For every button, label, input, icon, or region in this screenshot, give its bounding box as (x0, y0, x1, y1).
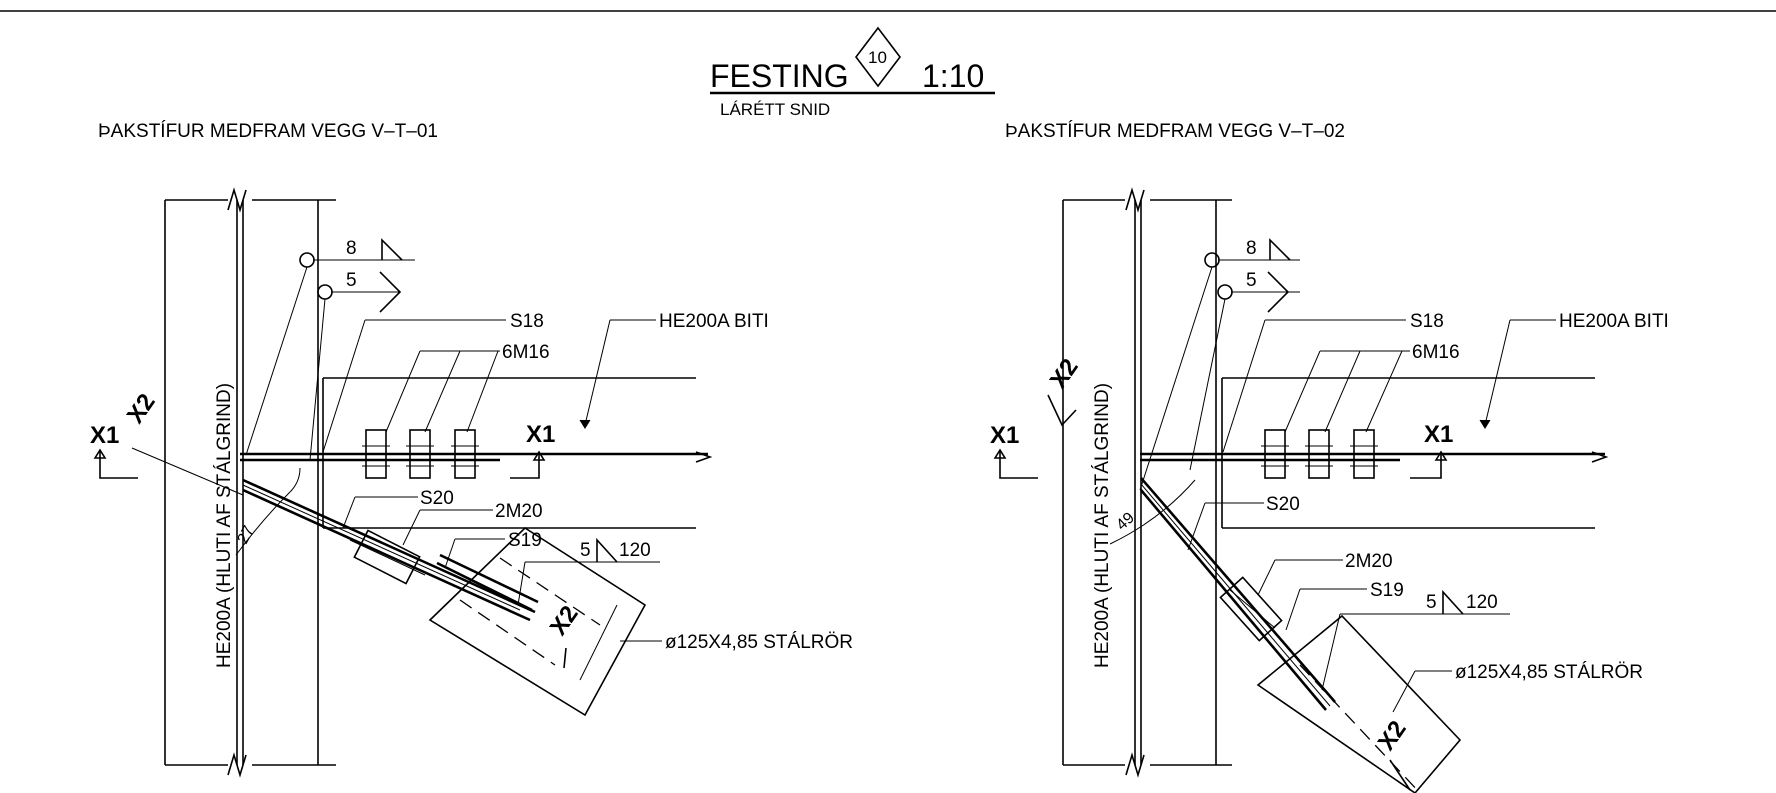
detail-subtitle: LÁRÉTT SNID (720, 100, 830, 119)
plate-s18-label: S18 (510, 311, 544, 332)
svg-text:5: 5 (346, 270, 357, 291)
svg-text:5: 5 (1426, 592, 1437, 613)
bolts-brace-label: 2M20 (495, 501, 543, 522)
column-label: HE200A (HLUTI AF STÁLGRIND) (214, 383, 235, 668)
svg-text:5: 5 (580, 540, 591, 561)
detail-number-diamond (854, 26, 902, 88)
column-label: HE200A (HLUTI AF STÁLGRIND) (1092, 383, 1113, 668)
tube-label: ø125X4,85 STÁLRÖR (1455, 662, 1643, 683)
view-left: ÞAKSTÍFUR MEDFRAM VEGG V–T–01 HE200A (HL… (90, 121, 853, 778)
detail-number: 10 (868, 48, 887, 67)
svg-text:X1: X1 (1424, 421, 1453, 448)
svg-text:X2: X2 (545, 601, 584, 641)
brace (242, 478, 539, 622)
svg-text:X1: X1 (526, 421, 555, 448)
svg-text:5: 5 (1246, 270, 1257, 291)
angle-label: 27 (235, 523, 258, 547)
svg-text:8: 8 (1246, 238, 1257, 259)
svg-text:X2: X2 (122, 389, 161, 429)
detail-title: FESTING (710, 58, 849, 94)
weld-symbols-top: 8 5 (245, 238, 415, 461)
bolts-label: 6M16 (1412, 342, 1460, 363)
bolts-label: 6M16 (502, 342, 550, 363)
view-right: ÞAKSTÍFUR MEDFRAM VEGG V–T–02 HE200A (HL… (990, 121, 1669, 793)
beam: HE200A BITI (240, 311, 769, 529)
column-section: HE200A (HLUTI AF STÁLGRIND) (1062, 187, 1232, 778)
brace (1140, 477, 1336, 711)
beam: HE200A BITI (1140, 311, 1669, 529)
bolt-group-main: 6M16 (1261, 342, 1460, 479)
svg-text:120: 120 (1466, 592, 1498, 613)
svg-text:X2: X2 (1045, 354, 1084, 394)
plate-s20-label: S20 (420, 488, 454, 509)
weld-symbols-top: 8 5 (1139, 238, 1300, 491)
detail-scale: 1:10 (922, 58, 984, 94)
svg-text:X1: X1 (90, 422, 119, 449)
beam-label: HE200A BITI (1559, 311, 1669, 332)
plate-s20-label: S20 (1266, 494, 1300, 515)
tube: ø125X4,85 STÁLRÖR (1256, 614, 1643, 793)
plate-s19-label: S19 (1370, 580, 1404, 601)
svg-text:120: 120 (619, 540, 651, 561)
svg-text:X1: X1 (990, 422, 1019, 449)
tube: ø125X4,85 STÁLRÖR (428, 526, 853, 717)
title-block: FESTING 10 1:10 LÁRÉTT SNID (710, 26, 995, 119)
view-heading: ÞAKSTÍFUR MEDFRAM VEGG V–T–02 (1005, 121, 1345, 142)
bolt-group-main: 6M16 (362, 342, 550, 479)
plate-s18-label: S18 (1410, 311, 1444, 332)
tube-label: ø125X4,85 STÁLRÖR (665, 632, 853, 653)
beam-label: HE200A BITI (659, 311, 769, 332)
bolts-brace-label: 2M20 (1345, 551, 1393, 572)
view-heading: ÞAKSTÍFUR MEDFRAM VEGG V–T–01 (98, 121, 438, 142)
svg-text:8: 8 (346, 238, 357, 259)
column-section: HE200A (HLUTI AF STÁLGRIND) (164, 187, 336, 778)
